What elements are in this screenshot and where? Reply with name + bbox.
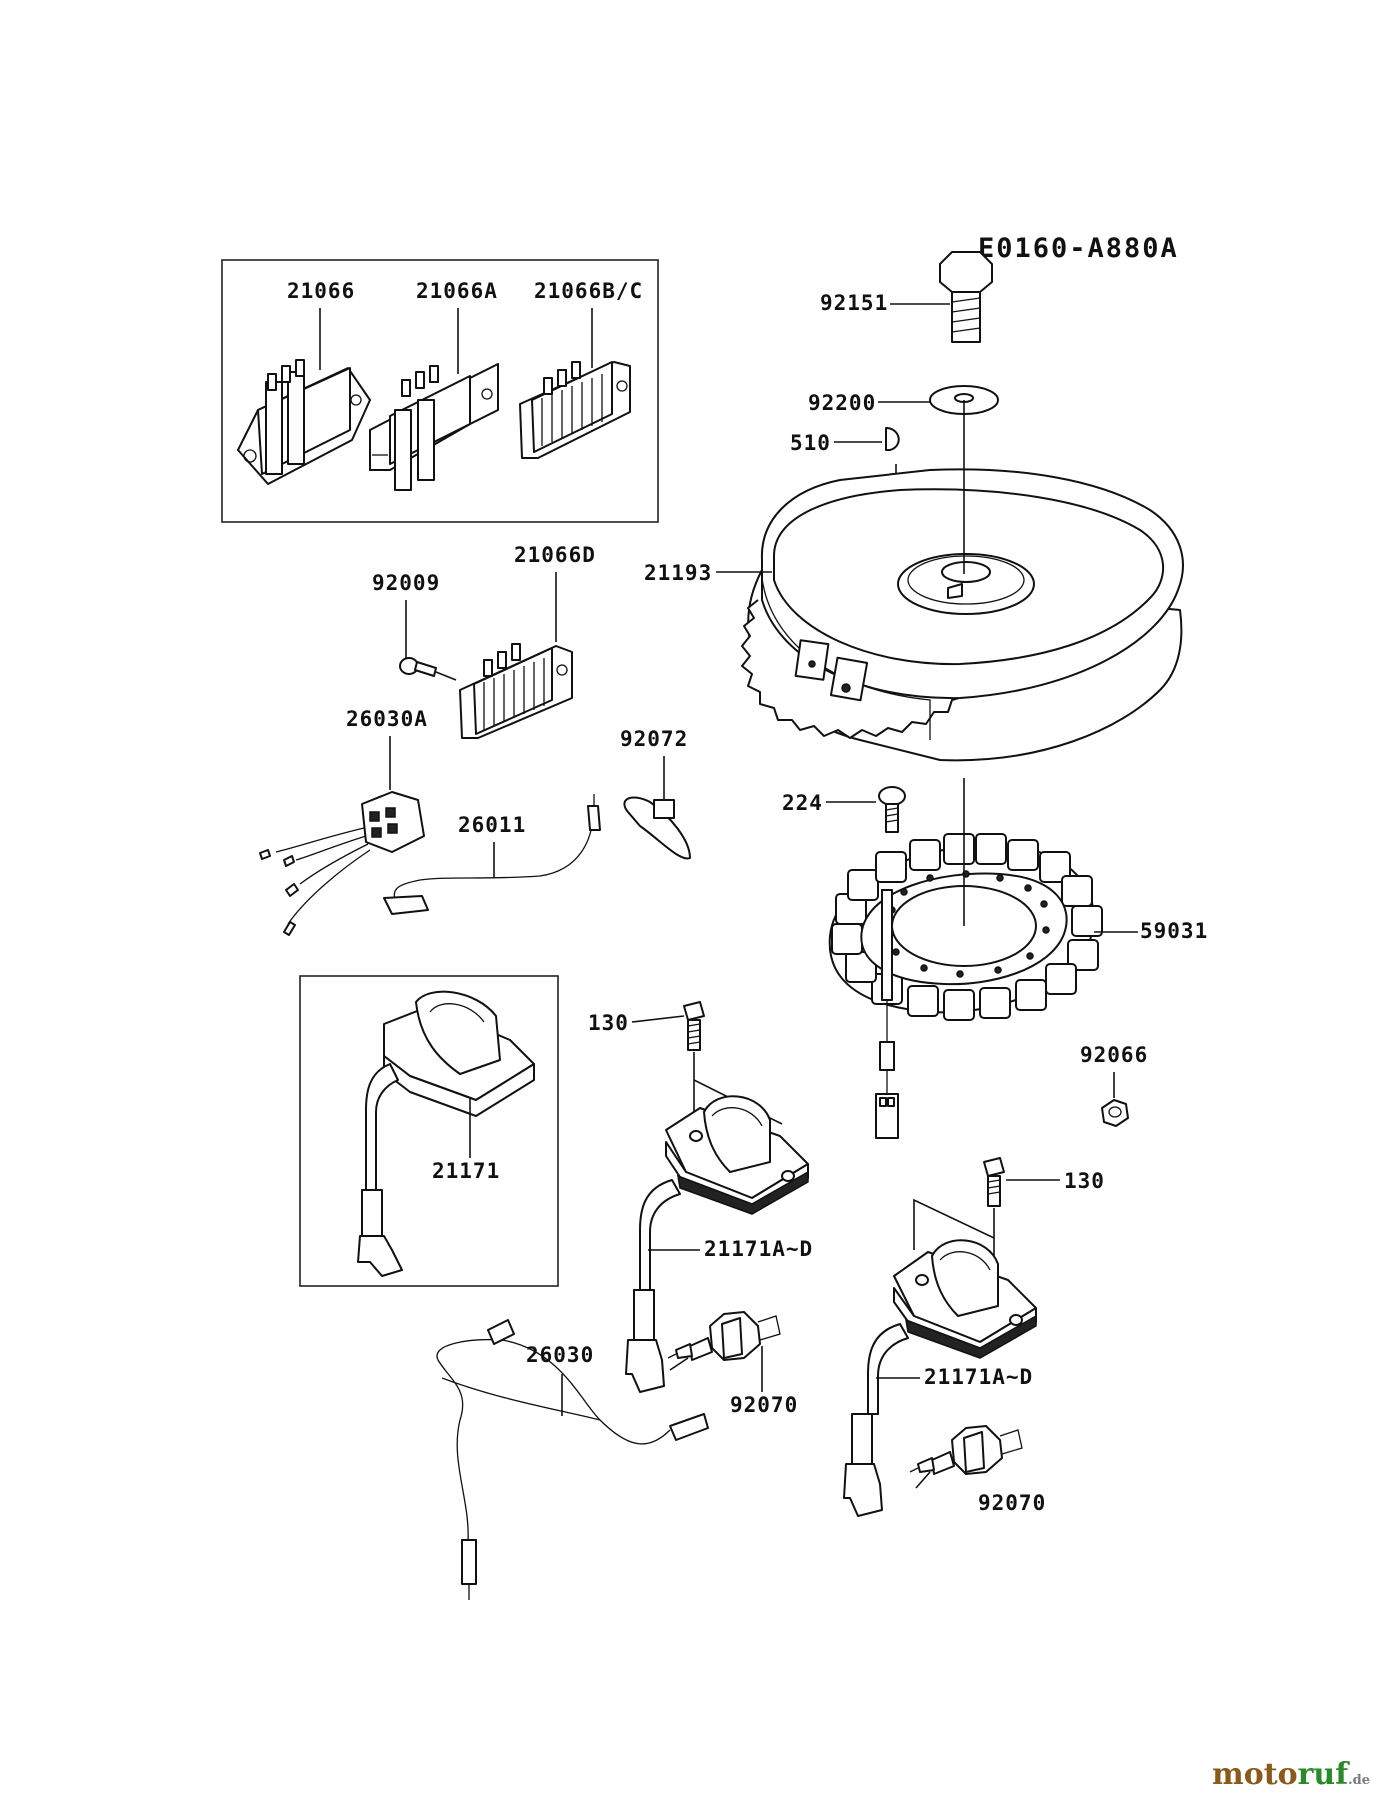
label-130-left: 130 xyxy=(588,1011,629,1035)
bolt-130-right[interactable] xyxy=(983,1157,1005,1207)
label-510: 510 xyxy=(790,431,831,455)
screw-224[interactable] xyxy=(878,786,906,833)
label-21066: 21066 xyxy=(287,279,355,303)
label-21193: 21193 xyxy=(644,561,712,585)
bolt-92151[interactable] xyxy=(939,251,993,343)
label-92200: 92200 xyxy=(808,391,876,415)
label-21171: 21171 xyxy=(432,1159,500,1183)
label-92066: 92066 xyxy=(1080,1043,1148,1067)
regulator-group-box xyxy=(221,259,659,523)
screw-92009[interactable] xyxy=(399,657,437,677)
label-21066BC: 21066B/C xyxy=(534,279,643,303)
key-510[interactable] xyxy=(885,427,900,451)
label-26030: 26030 xyxy=(526,1343,594,1367)
connector-26030A[interactable] xyxy=(259,791,425,936)
harness-26030[interactable] xyxy=(436,1319,709,1600)
label-26011: 26011 xyxy=(458,813,526,837)
regulator-21066D[interactable] xyxy=(459,643,573,739)
label-26030A: 26030A xyxy=(346,707,428,731)
label-224: 224 xyxy=(782,791,823,815)
label-92072: 92072 xyxy=(620,727,688,751)
label-92070-left: 92070 xyxy=(730,1393,798,1417)
label-21171AD-left: 21171A~D xyxy=(704,1237,813,1261)
nut-92066[interactable] xyxy=(1101,1099,1129,1127)
diagram-code: E0160-A880A xyxy=(978,233,1179,264)
ignition-coil-21171AD-left[interactable] xyxy=(625,1095,809,1393)
clamp-92072[interactable] xyxy=(623,796,691,860)
label-21066D: 21066D xyxy=(514,543,596,567)
label-21171AD-right: 21171A~D xyxy=(924,1365,1033,1389)
regulator-21066A[interactable] xyxy=(369,363,499,491)
ignition-coil-21171AD-right[interactable] xyxy=(843,1239,1037,1517)
bolt-130-left[interactable] xyxy=(683,1001,705,1051)
label-92151: 92151 xyxy=(820,291,888,315)
wire-26011[interactable] xyxy=(383,794,601,915)
label-59031: 59031 xyxy=(1140,919,1208,943)
stator-59031[interactable] xyxy=(828,833,1103,1139)
coil-group-box xyxy=(299,975,559,1287)
flywheel-21193[interactable] xyxy=(741,468,1184,762)
regulator-21066[interactable] xyxy=(237,359,371,485)
label-21066A: 21066A xyxy=(416,279,498,303)
regulator-21066BC[interactable] xyxy=(519,361,631,459)
ignition-coil-21171[interactable] xyxy=(357,990,535,1277)
spark-plug-92070-right[interactable] xyxy=(909,1425,1023,1475)
watermark-logo: motoruf.de xyxy=(1211,1757,1370,1792)
label-92070-right: 92070 xyxy=(978,1491,1046,1515)
label-92009: 92009 xyxy=(372,571,440,595)
spark-plug-92070-left[interactable] xyxy=(667,1311,781,1361)
label-130-right: 130 xyxy=(1064,1169,1105,1193)
